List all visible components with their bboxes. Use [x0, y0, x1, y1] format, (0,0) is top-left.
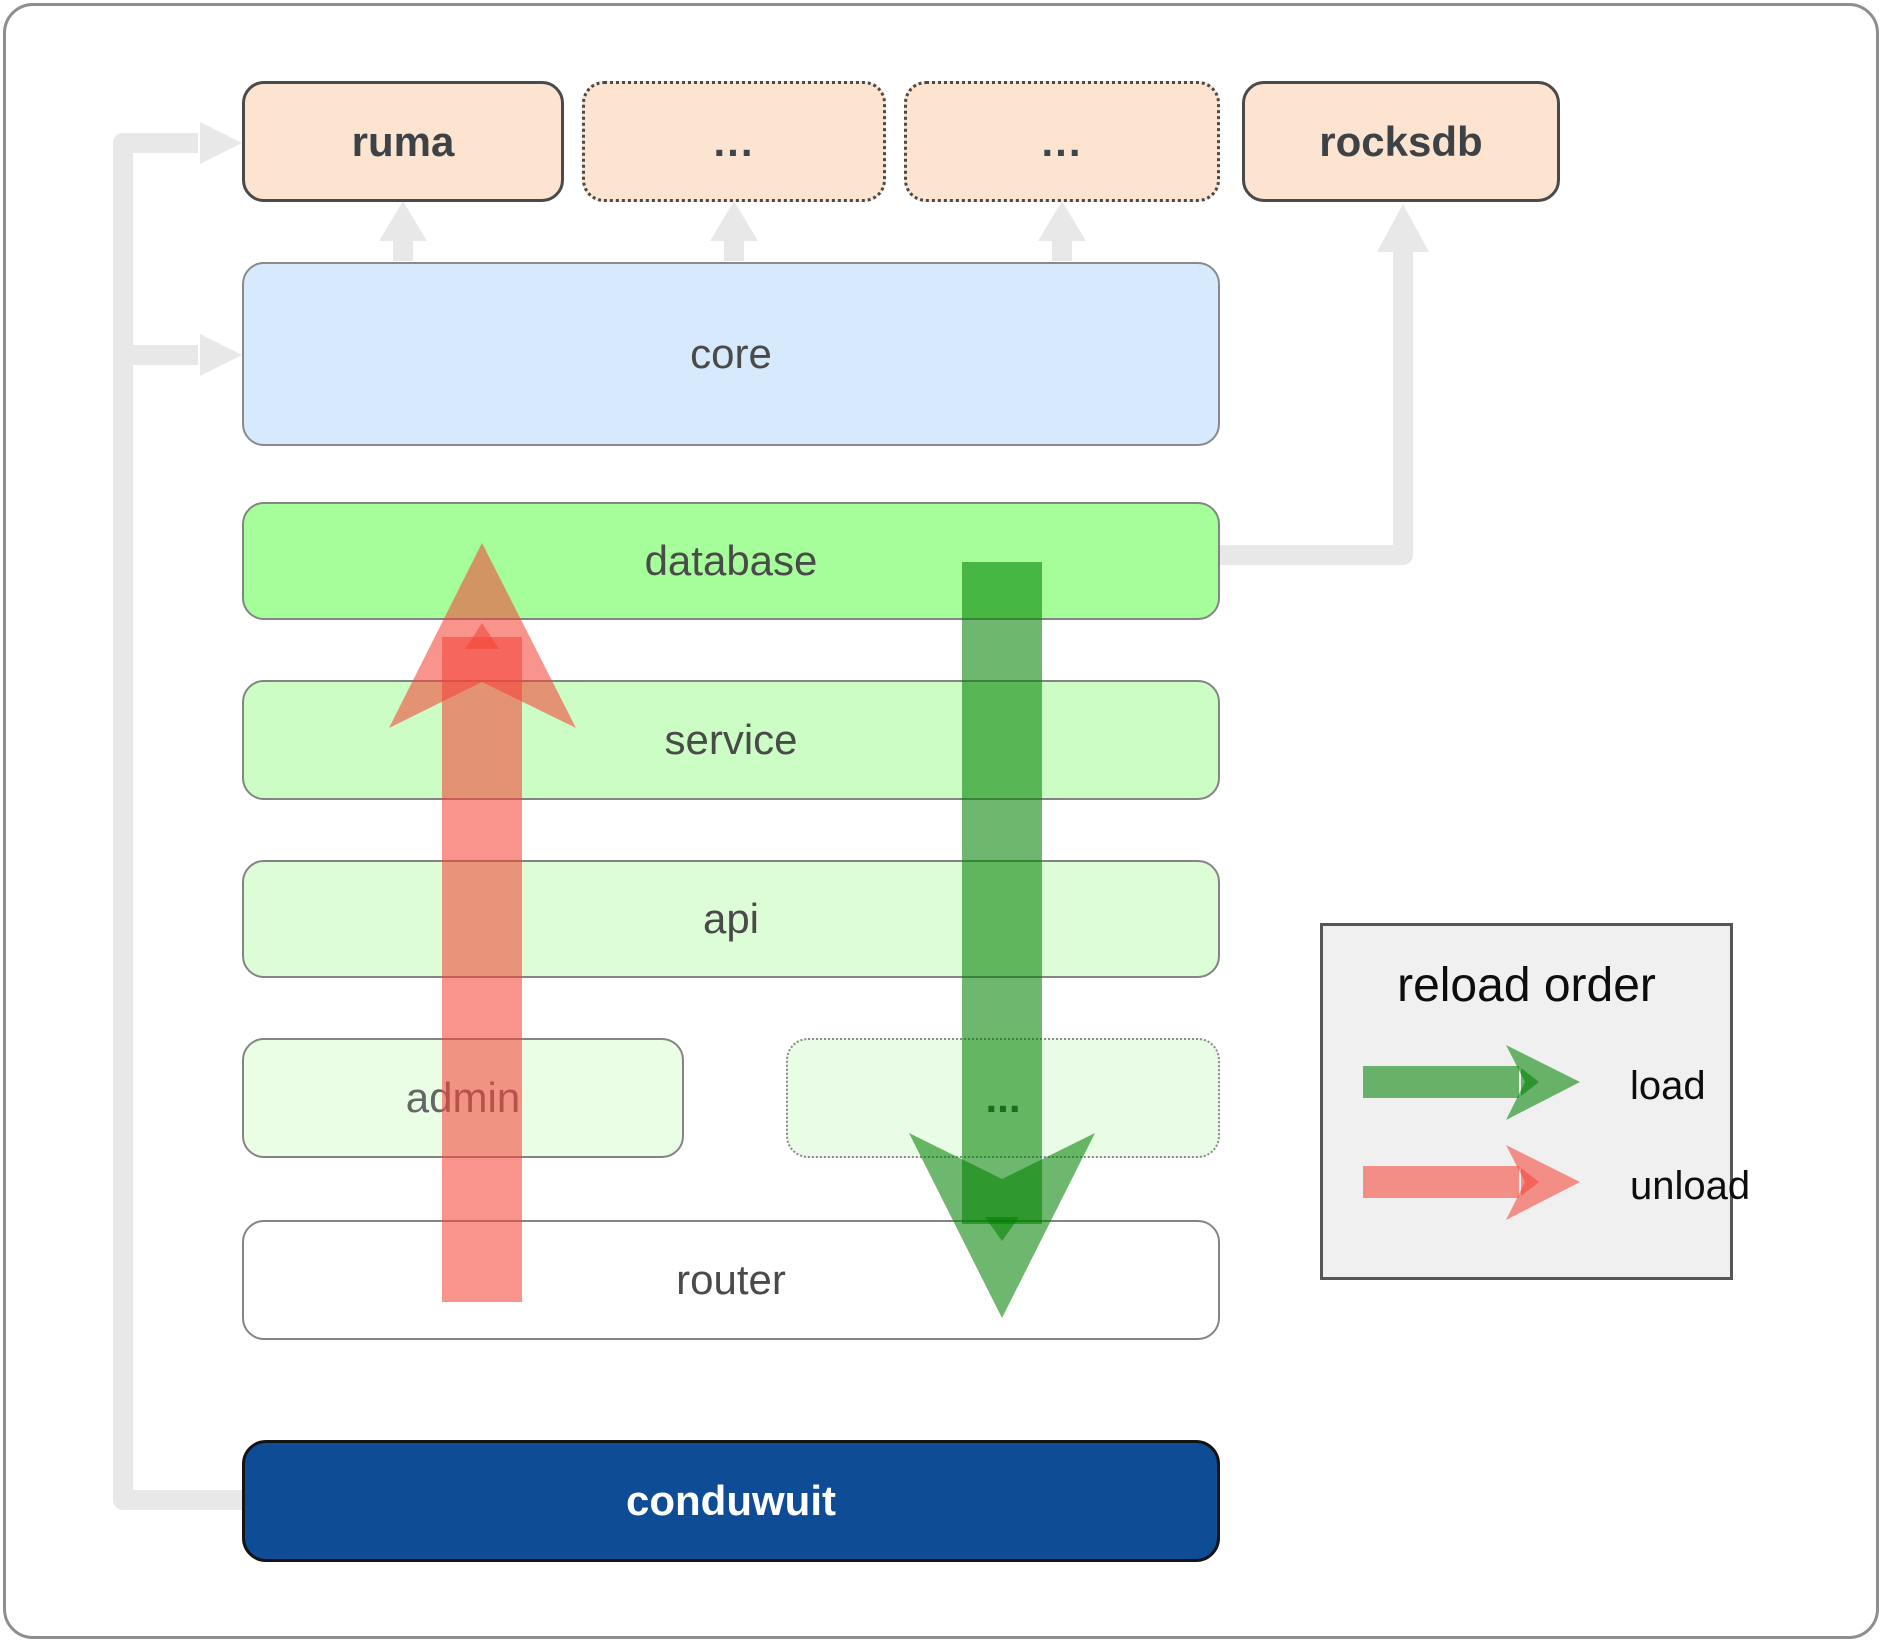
node-core-label: core	[690, 330, 772, 377]
node-database-label: database	[644, 537, 818, 584]
node-ellipsis-top-1: ...	[582, 81, 886, 202]
node-ellipsis-bottom: ...	[786, 1038, 1220, 1158]
legend-title: reload order	[1397, 959, 1656, 1012]
node-rocksdb-label: rocksdb	[1319, 117, 1483, 165]
node-admin: admin	[242, 1038, 684, 1158]
node-ruma-label: ruma	[351, 117, 455, 165]
node-core: core	[242, 262, 1220, 446]
legend-unload-label: unload	[1630, 1164, 1751, 1208]
arrowhead-up-ruma-icon	[379, 201, 427, 241]
node-service-label: service	[664, 716, 798, 763]
legend-load-label: load	[1630, 1064, 1706, 1108]
node-database: database	[242, 502, 1220, 620]
arrowhead-into-core-icon	[200, 334, 242, 376]
node-api-label: api	[702, 895, 760, 942]
database-to-rocksdb-connector	[1220, 250, 1413, 565]
arrowhead-into-rocksdb-icon	[1377, 204, 1429, 252]
node-ellipsis-top-1-label: ...	[713, 117, 755, 165]
node-conduwuit-label: conduwuit	[626, 1477, 836, 1524]
arrowhead-up-ellipsis2-icon	[1038, 201, 1086, 241]
node-ellipsis-top-2-label: ...	[1041, 117, 1083, 165]
conduwuit-to-ruma-connector	[113, 133, 242, 1510]
node-router: router	[242, 1220, 1220, 1340]
node-router-label: router	[676, 1256, 786, 1303]
node-admin-label: admin	[405, 1074, 521, 1121]
node-rocksdb: rocksdb	[1242, 81, 1560, 202]
node-ruma: ruma	[242, 81, 564, 202]
node-service: service	[242, 680, 1220, 800]
arrowhead-into-ruma-icon	[200, 122, 242, 164]
node-ellipsis-bottom-label: ...	[985, 1074, 1021, 1121]
node-conduwuit: conduwuit	[242, 1440, 1220, 1562]
legend-reload-order: reload order load unload	[1320, 923, 1750, 1280]
node-api: api	[242, 860, 1220, 978]
arrowhead-up-ellipsis1-icon	[710, 201, 758, 241]
node-ellipsis-top-2: ...	[904, 81, 1220, 202]
